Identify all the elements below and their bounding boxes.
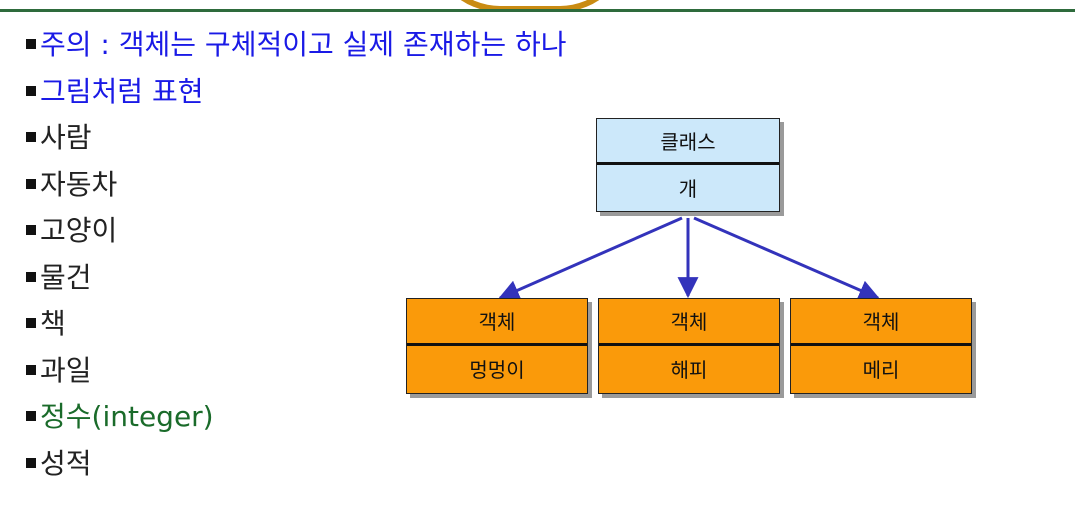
object-box-header: 객체 [407, 299, 587, 346]
square-bullet-icon [26, 318, 36, 328]
object-box-name: 해피 [670, 358, 708, 383]
square-bullet-icon [26, 364, 36, 375]
bullet-text: 사람 [40, 121, 92, 154]
square-bullet-icon [26, 225, 36, 235]
object-box: 객체 멍멍이 [406, 298, 588, 394]
bullet-item: 고양이 [26, 208, 567, 255]
header-rule [0, 9, 1075, 12]
bullet-list: 주의 : 객체는 구체적이고 실제 존재하는 하나 그림처럼 표현 사람 자동차… [26, 22, 567, 487]
bullet-item: 주의 : 객체는 구체적이고 실제 존재하는 하나 [26, 22, 567, 69]
bullet-item: 성적 [26, 441, 567, 488]
bullet-text: 과일 [40, 353, 92, 387]
class-box-header: 클래스 [597, 119, 779, 165]
object-box-name: 멍멍이 [469, 358, 525, 383]
object-box: 객체 해피 [598, 298, 780, 394]
class-box-name: 개 [678, 176, 698, 201]
class-box: 클래스 개 [596, 118, 780, 212]
bullet-item: 자동차 [26, 162, 567, 209]
square-bullet-icon [26, 457, 36, 468]
object-box-header: 객체 [599, 299, 779, 346]
bullet-text: 정수(integer) [40, 400, 214, 433]
bullet-item: 정수(integer) [26, 394, 567, 441]
bullet-text: 주의 : 객체는 구체적이고 실제 존재하는 하나 [40, 28, 567, 61]
square-bullet-icon [26, 178, 36, 189]
square-bullet-icon [26, 271, 36, 282]
object-box-header: 객체 [791, 299, 971, 346]
bullet-text: 그림처럼 표현 [40, 74, 204, 108]
object-box: 객체 메리 [790, 298, 972, 394]
arrow-to-object-3 [693, 216, 880, 301]
bullet-item: 그림처럼 표현 [26, 69, 567, 116]
square-bullet-icon [26, 411, 36, 421]
bullet-item: 사람 [26, 115, 567, 162]
bullet-text: 자동차 [40, 167, 118, 201]
bullet-item: 과일 [26, 348, 567, 395]
square-bullet-icon [26, 39, 36, 49]
square-bullet-icon [26, 132, 36, 142]
bullet-item: 책 [26, 301, 567, 348]
bullet-text: 성적 [40, 446, 92, 480]
bullet-text: 책 [40, 307, 66, 340]
bullet-text: 물건 [40, 260, 92, 294]
object-box-name: 메리 [862, 358, 900, 383]
bullet-item: 물건 [26, 255, 567, 302]
bullet-text: 고양이 [40, 214, 118, 247]
square-bullet-icon [26, 85, 36, 96]
